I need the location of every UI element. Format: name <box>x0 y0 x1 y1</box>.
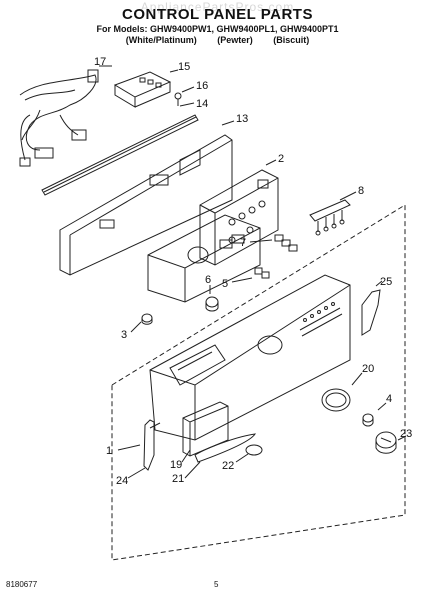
page-number: 5 <box>214 580 219 589</box>
lens-frame-part-21 <box>194 433 256 463</box>
callout-6: 6 <box>205 274 211 286</box>
variant-biscuit: (Biscuit) <box>273 35 310 45</box>
models-line: For Models: GHW9400PW1, GHW9400PL1, GHW9… <box>96 24 339 34</box>
leader-23 <box>397 435 407 441</box>
callout-4: 4 <box>386 393 392 405</box>
control-board-part-2 <box>199 169 279 266</box>
leader-1 <box>117 444 141 451</box>
diagram-title: CONTROL PANEL PARTS <box>122 6 313 23</box>
switch-assembly-part-8 <box>309 199 351 236</box>
button-part-5 <box>254 267 270 279</box>
leader-16 <box>181 86 195 93</box>
screw-part-16 <box>174 92 182 106</box>
leader-8 <box>339 191 357 201</box>
callout-15: 15 <box>178 61 190 73</box>
control-module-part-15 <box>113 71 172 108</box>
trim-part-24 <box>149 422 161 429</box>
callout-24: 24 <box>116 475 128 487</box>
console-back-panel-part-13 <box>59 134 233 276</box>
leader-20 <box>351 372 363 386</box>
leader-14 <box>179 102 195 107</box>
variant-white-platinum: (White/Platinum) <box>125 35 197 45</box>
leader-13 <box>221 120 235 126</box>
callout-17: 17 <box>94 56 106 68</box>
callout-8: 8 <box>358 185 364 197</box>
callout-21: 21 <box>172 473 184 485</box>
callout-7: 7 <box>240 237 246 249</box>
leader-22 <box>235 453 249 463</box>
callout-5: 5 <box>222 278 228 290</box>
leader-21 <box>184 461 201 479</box>
leader-24 <box>127 467 146 479</box>
callout-3: 3 <box>121 329 127 341</box>
control-console-housing <box>147 214 261 303</box>
selector-knob-part-23 <box>375 431 397 454</box>
callout-1: 1 <box>106 445 112 457</box>
front-control-panel <box>149 274 351 441</box>
bezel-strip-part-1 <box>143 419 155 471</box>
callout-13: 13 <box>236 113 248 125</box>
knob-part-6 <box>205 296 219 312</box>
leader-19 <box>181 449 191 463</box>
button-set-part-7 <box>274 234 298 252</box>
badge-part-22 <box>245 444 263 456</box>
variant-pewter: (Pewter) <box>217 35 253 45</box>
trim-piece-part-25 <box>361 289 381 336</box>
dial-ring-part-20 <box>321 388 351 412</box>
leader-25 <box>375 280 383 287</box>
callout-23: 23 <box>400 428 412 440</box>
leader-5 <box>231 277 253 283</box>
knob-part-4 <box>362 413 374 427</box>
callout-14: 14 <box>196 98 208 110</box>
callout-22: 22 <box>222 460 234 472</box>
bracket-strip-part-14 <box>41 114 199 196</box>
leader-4 <box>377 402 387 411</box>
document-number: 8180677 <box>6 580 38 589</box>
leader-3 <box>130 321 142 333</box>
callout-16: 16 <box>196 80 208 92</box>
leader-2 <box>265 159 277 166</box>
callout-20: 20 <box>362 363 374 375</box>
leader-15 <box>169 69 179 73</box>
variants-line: (White/Platinum) (Pewter) (Biscuit) <box>0 35 435 45</box>
dispenser-lens-part-19 <box>182 401 229 457</box>
leader-7 <box>249 239 273 243</box>
callout-19: 19 <box>170 459 182 471</box>
knob-part-3 <box>141 313 153 325</box>
watermark: AppliancePartsPros.com <box>140 0 295 14</box>
callout-25: 25 <box>380 276 392 288</box>
wire-harness-part-17 <box>19 69 99 167</box>
assembly-boundary <box>111 204 406 561</box>
callout-2: 2 <box>278 153 284 165</box>
